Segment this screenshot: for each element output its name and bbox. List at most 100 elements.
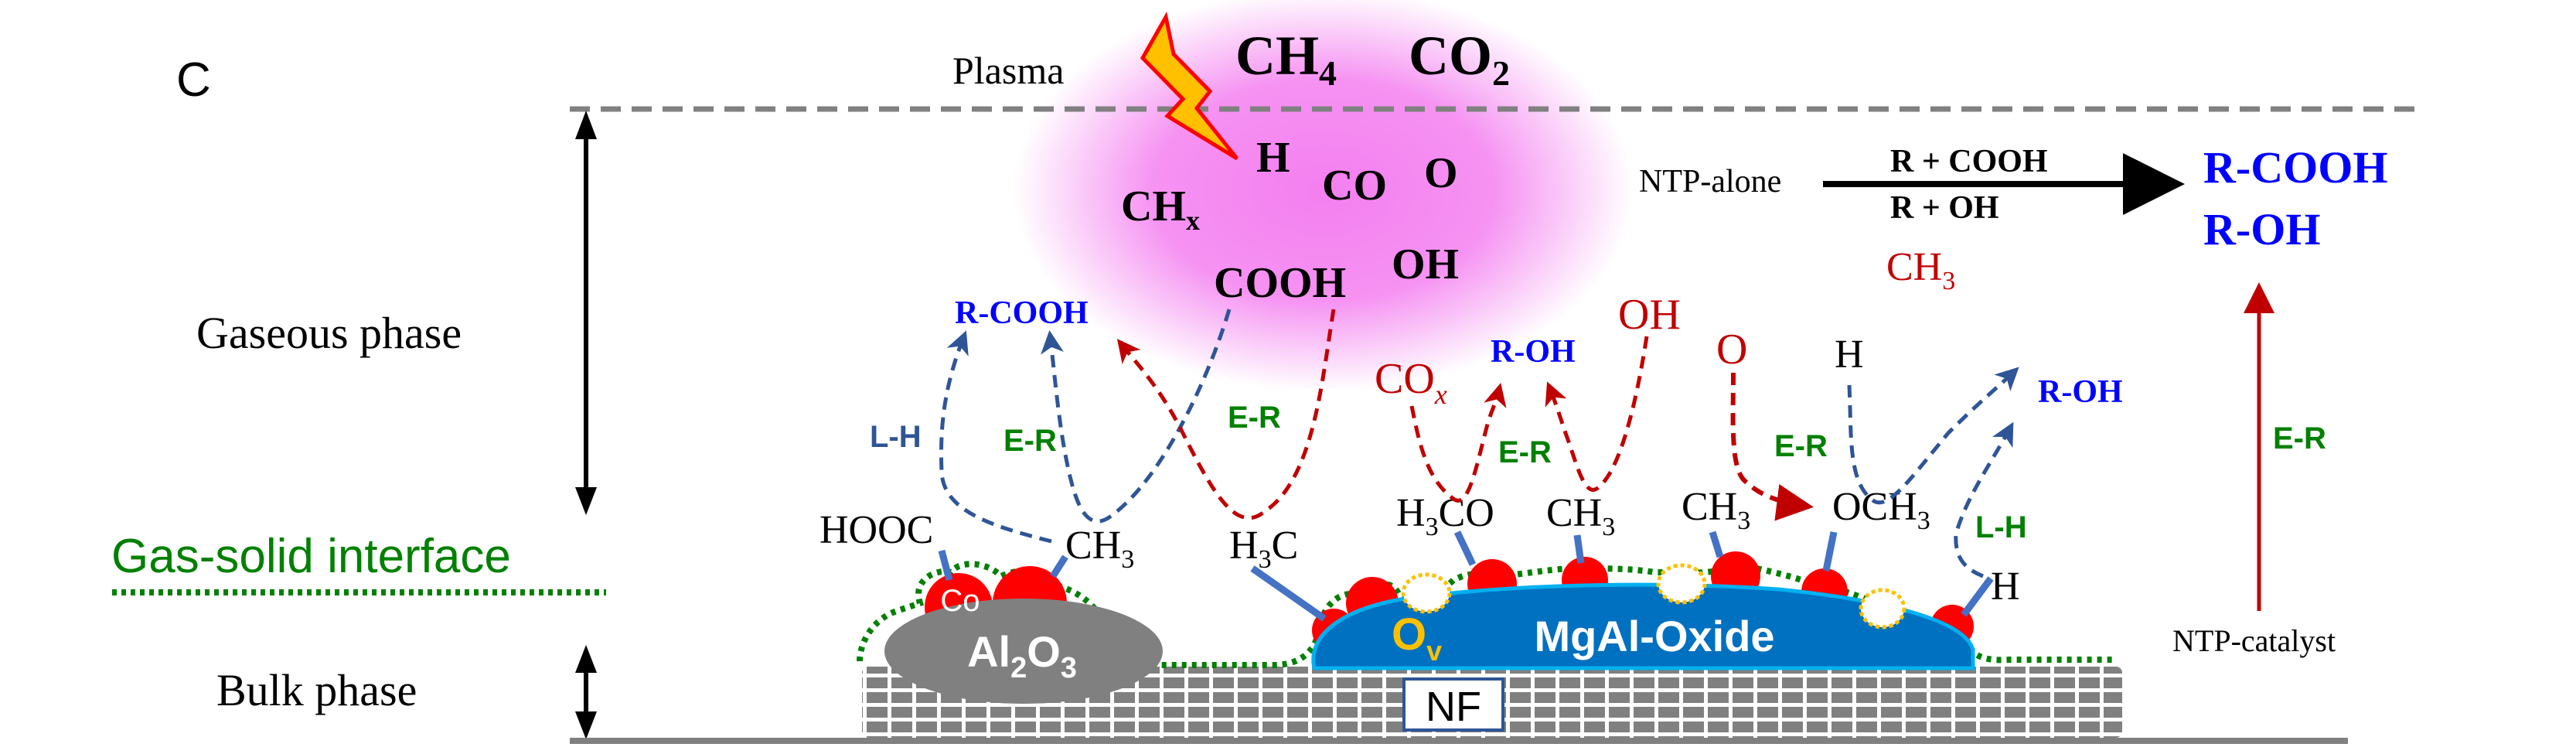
- mgal-oxide-label: MgAl-Oxide: [1534, 612, 1774, 660]
- feed-gas-co2: CO2: [1409, 25, 1510, 93]
- gas-cox: COx: [1375, 355, 1447, 410]
- gas-o: O: [1716, 326, 1747, 374]
- h3co-pre: H: [1396, 491, 1426, 535]
- gaseous-phase-label: Gaseous phase: [196, 308, 462, 358]
- bond-h3co: [1453, 531, 1477, 566]
- cox-sub: x: [1434, 379, 1447, 410]
- och3-main: OCH: [1832, 485, 1917, 529]
- plasma-glow: [1014, 0, 1633, 391]
- adsorbate-h3co: H3CO: [1396, 491, 1494, 541]
- bond-h3c: [1250, 565, 1327, 622]
- adsorbate-ch3-a: CH3: [1546, 491, 1615, 541]
- adsorbate-hooc: HOOC: [819, 508, 933, 552]
- product-roh: R-OH: [2203, 204, 2320, 254]
- ch4-main: CH: [1235, 25, 1319, 87]
- cox-main: CO: [1375, 355, 1435, 403]
- feed-gas-ch4: CH4: [1235, 25, 1337, 93]
- path-h-er: [1847, 367, 2019, 505]
- bulk-arrow-bottom-icon: [575, 711, 597, 739]
- right-product-roh-2: R-OH: [2038, 374, 2123, 410]
- vacancy-main: O: [1392, 609, 1426, 660]
- gas-h: H: [1835, 333, 1864, 377]
- bond-ch3-a: [1573, 534, 1585, 564]
- al2o3-main: Al: [967, 627, 1010, 676]
- species-oh: OH: [1392, 241, 1459, 288]
- bond-h-surface: [1961, 576, 1994, 617]
- species-h: H: [1256, 134, 1290, 182]
- path-h-lh: [1954, 421, 2014, 578]
- radical-ch3-sub: 3: [1942, 267, 1955, 295]
- och3-sub: 3: [1917, 507, 1930, 535]
- gaseous-arrow-bottom-icon: [575, 487, 597, 515]
- radical-ch3: CH3: [1886, 245, 1955, 295]
- nf-label-box: [1402, 677, 1504, 732]
- oxygen-vacancy-1: [1401, 572, 1452, 614]
- ntp-catalyst-mechanism: E-R: [2273, 421, 2326, 455]
- plasma-label: Plasma: [952, 49, 1064, 92]
- adsorbate-h3c: H3C: [1229, 524, 1298, 574]
- ch3-b-sub: 3: [1737, 507, 1750, 535]
- product-rcooh: R-COOH: [2203, 142, 2387, 193]
- bond-ch3-b: [1709, 531, 1724, 558]
- al2o3-label: Al2O3: [967, 627, 1077, 684]
- right-product-roh-1: R-OH: [1491, 334, 1576, 370]
- right-mechanism-er2: E-R: [1774, 429, 1828, 463]
- vacancy-label: Ov: [1392, 609, 1442, 667]
- ch3-b-main: CH: [1682, 485, 1737, 529]
- h3c-sub: 3: [1259, 545, 1272, 574]
- al2o3-sub2: 3: [1061, 652, 1077, 684]
- co2-main: CO: [1409, 25, 1492, 87]
- ntp-catalyst-label: NTP-catalyst: [2172, 623, 2336, 658]
- ch3-left-main: CH: [1065, 524, 1121, 568]
- chx-main: CH: [1121, 183, 1186, 230]
- reaction-top: R + COOH: [1890, 144, 2048, 179]
- gaseous-arrow-top-icon: [575, 111, 597, 139]
- bulk-phase-label: Bulk phase: [216, 665, 417, 715]
- oxygen-vacancy-3: [1859, 588, 1906, 629]
- h3co-sub: 3: [1426, 513, 1439, 541]
- path-er-cooh: [1041, 309, 1232, 524]
- right-mechanism-lh: L-H: [1975, 510, 2027, 544]
- h3c-post: C: [1272, 524, 1299, 568]
- panel-label: C: [176, 53, 211, 107]
- co-label: Co: [940, 584, 980, 618]
- al2o3-mid: O: [1027, 627, 1061, 676]
- ntp-alone-label: NTP-alone: [1639, 164, 1781, 200]
- adsorbate-h: H: [1991, 565, 2020, 609]
- vacancy-sub: v: [1426, 635, 1442, 667]
- al2o3-support: [884, 599, 1163, 704]
- adsorbate-ch3-b: CH3: [1682, 485, 1750, 535]
- reaction-bottom: R + OH: [1890, 190, 1999, 226]
- nf-label: NF: [1426, 684, 1481, 730]
- chx-sub: x: [1186, 205, 1200, 236]
- left-product-rcooh: R-COOH: [955, 295, 1089, 331]
- h3c-pre: H: [1229, 524, 1259, 568]
- h3co-post: CO: [1439, 491, 1494, 535]
- radical-ch3-main: CH: [1886, 245, 1942, 289]
- left-mechanism-er1: E-R: [1003, 424, 1057, 458]
- left-mechanism-lh: L-H: [870, 420, 922, 454]
- ch3-a-sub: 3: [1602, 513, 1615, 541]
- oxygen-vacancy-2: [1656, 563, 1707, 605]
- ch4-sub: 4: [1319, 53, 1337, 93]
- ch3-a-main: CH: [1546, 491, 1602, 535]
- path-oh: [1545, 336, 1649, 492]
- mgal-oxide-support: [1311, 582, 1975, 670]
- species-o: O: [1424, 149, 1458, 197]
- species-cooh: COOH: [1214, 259, 1346, 307]
- adsorbate-och3: OCH3: [1832, 485, 1930, 535]
- path-cox: [1409, 383, 1507, 503]
- gas-oh: OH: [1618, 291, 1681, 339]
- right-mechanism-er1: E-R: [1498, 435, 1552, 469]
- bulk-arrow-top-icon: [575, 645, 597, 673]
- bond-hooc: [938, 549, 953, 582]
- path-er-red-left: [1116, 309, 1336, 520]
- path-o: [1730, 372, 1814, 521]
- al2o3-sub1: 2: [1010, 652, 1027, 684]
- species-chx: CHx: [1121, 183, 1200, 236]
- co2-sub: 2: [1492, 53, 1510, 93]
- adsorbate-ch3-left: CH3: [1065, 524, 1134, 574]
- ch3-left-sub: 3: [1121, 545, 1134, 574]
- bond-ch3-left: [1050, 554, 1068, 578]
